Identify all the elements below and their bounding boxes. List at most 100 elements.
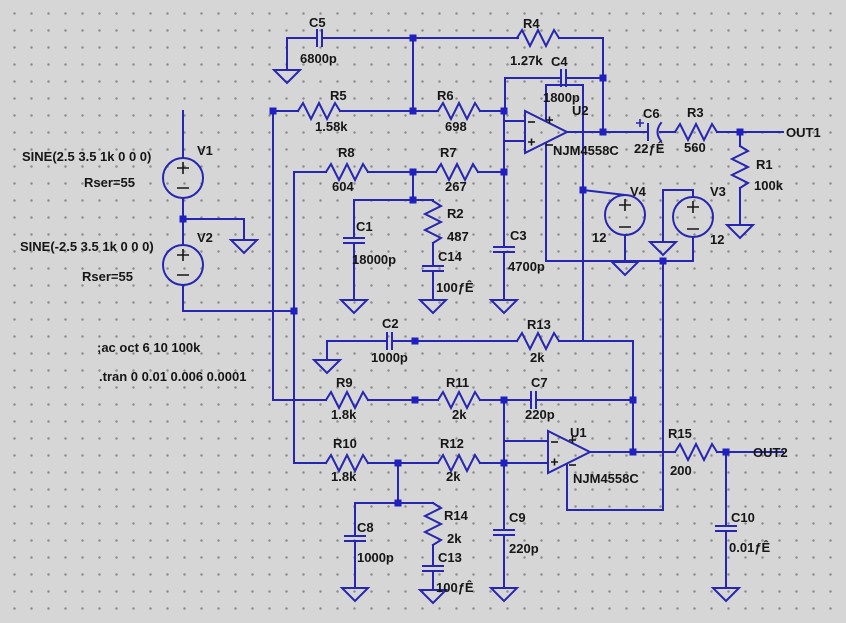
ref-label[interactable]: R11	[446, 375, 469, 390]
capacitor-C2[interactable]: C2 1000p	[371, 316, 408, 365]
value-label[interactable]: 200	[670, 463, 692, 478]
ref-label[interactable]: C8	[357, 520, 374, 535]
opamp-U1[interactable]: U1 NJM4558C	[547, 425, 639, 486]
resistor-R2[interactable]: R2 487	[424, 200, 469, 244]
ground-icon[interactable]	[490, 587, 518, 602]
ref-label[interactable]: R6	[437, 88, 454, 103]
ref-label[interactable]: R13	[527, 317, 551, 332]
capacitor-C5[interactable]: C5 6800p	[300, 15, 337, 66]
ref-label[interactable]: R3	[687, 105, 704, 120]
value-label[interactable]: 0.01ƒÊ	[729, 540, 771, 555]
ground-icon[interactable]	[230, 239, 258, 254]
ground-icon[interactable]	[341, 587, 369, 602]
value-label[interactable]: 1000p	[371, 350, 408, 365]
resistor-R4[interactable]: R4 1.27k	[510, 16, 560, 68]
value-label[interactable]: 220p	[509, 541, 539, 556]
resistor-R13[interactable]: R13 2k	[516, 317, 560, 365]
ref-label[interactable]: U2	[572, 103, 589, 118]
ref-label[interactable]: C4	[551, 54, 568, 69]
ref-label[interactable]: C5	[309, 15, 326, 30]
capacitor-C1[interactable]: C1 18000p	[343, 219, 396, 267]
value-label[interactable]: SINE(2.5 3.5 1k 0 0 0)	[22, 149, 151, 164]
value-label[interactable]: 1.8k	[331, 469, 357, 484]
ref-label[interactable]: R15	[668, 426, 692, 441]
value-label[interactable]: 12	[592, 230, 606, 245]
port-out1[interactable]: OUT1	[786, 125, 821, 140]
capacitor-C9[interactable]: C9 220p	[493, 510, 539, 556]
value-label[interactable]: 267	[445, 179, 467, 194]
capacitor-C14[interactable]: C14 100ƒÊ	[422, 249, 474, 295]
capacitor-C10[interactable]: C10 0.01ƒÊ	[715, 510, 771, 555]
part-label[interactable]: NJM4558C	[553, 143, 619, 158]
ref-label[interactable]: R8	[338, 145, 355, 160]
ground-icon[interactable]	[490, 299, 518, 314]
value-label[interactable]: 560	[684, 140, 706, 155]
resistor-R12[interactable]: R12 2k	[437, 436, 481, 484]
resistor-R9[interactable]: R9 1.8k	[325, 375, 369, 422]
source-V4[interactable]: V4 12	[592, 184, 647, 245]
value-label[interactable]: 698	[445, 119, 467, 134]
value-label[interactable]: SINE(-2.5 3.5 1k 0 0 0)	[20, 239, 154, 254]
capacitor-C4[interactable]: C4 1800p	[543, 54, 580, 105]
ground-icon[interactable]	[340, 299, 368, 314]
value-label[interactable]: 100ƒÊ	[436, 280, 474, 295]
ref-label[interactable]: C14	[438, 249, 463, 264]
value-label[interactable]: 18000p	[352, 252, 396, 267]
source-V1[interactable]: V1 SINE(2.5 3.5 1k 0 0 0) Rser=55	[22, 143, 213, 199]
ref-label[interactable]: V2	[197, 230, 213, 245]
ref-label[interactable]: R10	[333, 436, 357, 451]
value-label[interactable]: 2k	[530, 350, 545, 365]
schematic-wires[interactable]	[182, 37, 784, 591]
ref-label[interactable]: V4	[630, 184, 647, 199]
rser-label[interactable]: Rser=55	[82, 269, 133, 284]
directive-ac[interactable]: ;ac oct 6 10 100k	[97, 340, 201, 355]
capacitor-C6[interactable]: C6 22ƒÊ	[634, 106, 665, 156]
ref-label[interactable]: R5	[330, 88, 347, 103]
resistor-R3[interactable]: R3 560	[674, 105, 718, 155]
capacitor-C13[interactable]: C13 100ƒÊ	[422, 550, 474, 595]
ref-label[interactable]: R4	[523, 16, 540, 31]
ref-label[interactable]: C3	[510, 228, 527, 243]
ground-icon[interactable]	[273, 69, 301, 84]
value-label[interactable]: 4700p	[508, 259, 545, 274]
value-label[interactable]: 6800p	[300, 51, 337, 66]
source-V3[interactable]: V3 12	[672, 184, 726, 247]
ground-icon[interactable]	[712, 587, 740, 602]
ref-label[interactable]: C1	[356, 219, 373, 234]
rser-label[interactable]: Rser=55	[84, 175, 135, 190]
value-label[interactable]: 487	[447, 229, 469, 244]
directive-tran[interactable]: .tran 0 0.01 0.006 0.0001	[99, 369, 246, 384]
ground-symbols[interactable]	[230, 69, 754, 604]
value-label[interactable]: 1.58k	[315, 119, 348, 134]
ref-label[interactable]: U1	[570, 425, 587, 440]
capacitor-C3[interactable]: C3 4700p	[493, 228, 545, 274]
value-label[interactable]: 604	[332, 179, 354, 194]
value-label[interactable]: 12	[710, 232, 724, 247]
ref-label[interactable]: R2	[447, 206, 464, 221]
ref-label[interactable]: R9	[336, 375, 353, 390]
ground-icon[interactable]	[419, 299, 447, 314]
ground-icon[interactable]	[649, 241, 677, 256]
ref-label[interactable]: C13	[438, 550, 462, 565]
value-label[interactable]: 2k	[447, 531, 462, 546]
ground-icon[interactable]	[611, 261, 639, 276]
value-label[interactable]: 2k	[452, 407, 467, 422]
source-V2[interactable]: V2 SINE(-2.5 3.5 1k 0 0 0) Rser=55	[20, 230, 213, 286]
value-label[interactable]: 22ƒÊ	[634, 141, 665, 156]
ref-label[interactable]: V3	[710, 184, 726, 199]
resistor-R15[interactable]: R15 200	[668, 426, 718, 478]
part-label[interactable]: NJM4558C	[573, 471, 639, 486]
ground-icon[interactable]	[313, 359, 341, 374]
value-label[interactable]: 100ƒÊ	[436, 580, 474, 595]
resistor-R10[interactable]: R10 1.8k	[325, 436, 369, 484]
ref-label[interactable]: V1	[197, 143, 213, 158]
resistor-R14[interactable]: R14 2k	[424, 502, 469, 546]
ref-label[interactable]: C2	[382, 316, 399, 331]
resistor-R11[interactable]: R11 2k	[437, 375, 481, 422]
ref-label[interactable]: C7	[531, 375, 548, 390]
value-label[interactable]: 1.8k	[331, 407, 357, 422]
value-label[interactable]: 1000p	[357, 550, 394, 565]
resistor-R5[interactable]: R5 1.58k	[297, 88, 348, 134]
value-label[interactable]: 2k	[446, 469, 461, 484]
resistor-R7[interactable]: R7 267	[435, 145, 479, 194]
